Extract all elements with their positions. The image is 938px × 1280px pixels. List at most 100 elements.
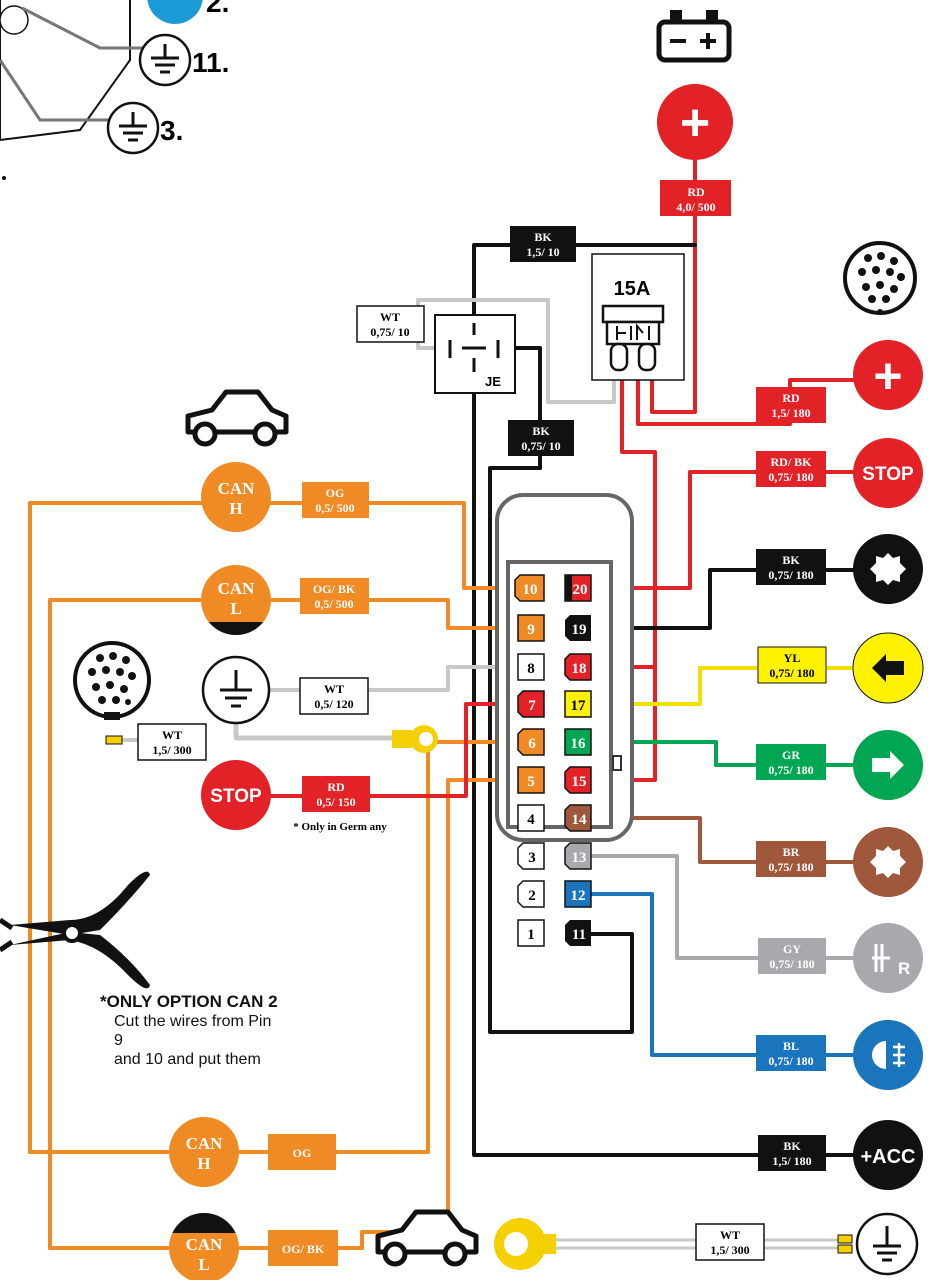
ring-terminal-icon-left [392, 725, 438, 753]
svg-text:1: 1 [527, 927, 535, 943]
wire-label-wt-short: WT 1,5/ 300 [105, 723, 207, 761]
svg-text:0,75/ 180: 0,75/ 180 [768, 1054, 813, 1068]
svg-text:7: 7 [528, 698, 536, 714]
wire-label-yl-left: YL 0,75/ 180 [757, 646, 827, 684]
germany-note: * Only in Germ any [293, 821, 387, 833]
wire-end-bottom [837, 1244, 853, 1254]
wire-label-wt-bottom: WT 1,5/ 300 [695, 1223, 765, 1261]
svg-text:1,5/ 180: 1,5/ 180 [771, 406, 810, 420]
pin-17: 17 [564, 690, 592, 718]
svg-text:0,75/ 180: 0,75/ 180 [769, 666, 814, 680]
svg-text:0,75/ 10: 0,75/ 10 [521, 439, 560, 453]
ground-icon [873, 1226, 901, 1262]
pin-7: 7 [517, 690, 545, 718]
relay: JE [434, 314, 516, 394]
svg-text:1,5/ 10: 1,5/ 10 [526, 245, 559, 259]
pliers-icon [0, 871, 150, 989]
pin-1: 1 [517, 919, 545, 947]
pin-3: 3 [517, 842, 545, 870]
plus-icon-right: + [853, 340, 923, 410]
svg-text:1,5/ 300: 1,5/ 300 [152, 743, 191, 757]
svg-text:0,75/ 10: 0,75/ 10 [370, 325, 409, 339]
svg-text:+ACC: +ACC [860, 1146, 915, 1168]
plus-symbol: + [680, 94, 710, 152]
svg-text:0,5/ 500: 0,5/ 500 [314, 597, 353, 611]
svg-text:RD: RD [327, 780, 345, 794]
pin-8: 8 [517, 653, 545, 681]
svg-text:6: 6 [528, 736, 536, 752]
ground-icon [220, 670, 252, 708]
pin-5: 5 [517, 766, 545, 794]
wire-label-og-canh: OG 0,5/ 500 [302, 482, 369, 518]
option-note-line2: 9 [114, 1032, 123, 1049]
svg-text:WT: WT [720, 1228, 740, 1242]
svg-text:BL: BL [783, 1039, 799, 1053]
fuse: 15A [591, 253, 685, 381]
svg-text:10: 10 [523, 582, 538, 598]
svg-text:16: 16 [571, 736, 587, 752]
svg-text:13: 13 [572, 850, 587, 866]
wire-label-br-tail: BR 0,75/ 180 [756, 841, 826, 877]
svg-text:1,5/ 300: 1,5/ 300 [710, 1243, 749, 1257]
svg-text:WT: WT [162, 728, 182, 742]
pin-14: 14 [564, 804, 592, 832]
svg-text:CAN: CAN [218, 579, 256, 598]
svg-text:OG: OG [326, 486, 345, 500]
pin-4: 4 [517, 804, 545, 832]
svg-text:0,5/ 120: 0,5/ 120 [314, 697, 353, 711]
tail-light-icon-black [853, 534, 923, 604]
svg-text:WT: WT [380, 310, 400, 324]
svg-text:4: 4 [527, 812, 535, 828]
svg-text:GR: GR [782, 748, 800, 762]
svg-text:19: 19 [572, 622, 587, 638]
acc-icon: +ACC [853, 1120, 923, 1190]
svg-text:1,5/ 180: 1,5/ 180 [772, 1154, 811, 1168]
can-l-top: CAN L [201, 565, 271, 635]
option-note-line3: and 10 and put them [114, 1051, 261, 1068]
wire-label-gy-rev: GY 0,75/ 180 [758, 938, 826, 974]
socket-13pin-icon-right [843, 241, 917, 315]
fuse-label: 15A [614, 278, 651, 300]
socket-pin-11-label: 11. [192, 47, 229, 78]
svg-text:YL: YL [784, 651, 801, 665]
svg-text:OG: OG [293, 1146, 312, 1160]
svg-text:L: L [230, 599, 241, 618]
stop-icon-left: STOP [201, 760, 271, 830]
socket-pin-3: 3. [106, 101, 183, 155]
option-note: *ONLY OPTION CAN 2 Cut the wires from Pi… [100, 992, 360, 1069]
fog-light-icon [853, 1020, 923, 1090]
socket-pin-2: 2. [147, 0, 229, 24]
battery-icon [656, 10, 732, 63]
svg-text:OG/ BK: OG/ BK [313, 582, 356, 596]
wire-label-og-bottom: OG [268, 1134, 336, 1170]
ground-icon [119, 112, 147, 142]
pin-12: 12 [564, 880, 592, 908]
svg-text:11: 11 [572, 927, 586, 943]
pin-18: 18 [564, 653, 592, 681]
svg-text:STOP: STOP [210, 786, 262, 807]
svg-text:0,5/ 500: 0,5/ 500 [315, 501, 354, 515]
wire-label-wt-relay: WT 0,75/ 10 [356, 305, 425, 343]
right-arrow-icon [853, 730, 923, 800]
socket-pin-11: 11. [138, 33, 229, 87]
socket-pin-3-label: 3. [160, 115, 183, 146]
wire-label-rd-plus: RD 1,5/ 180 [756, 387, 826, 423]
wire-label-bk-acc: BK 1,5/ 180 [758, 1135, 826, 1171]
svg-text:17: 17 [571, 698, 587, 714]
svg-text:H: H [197, 1154, 210, 1173]
svg-text:BK: BK [783, 1139, 801, 1153]
option-note-line1: Cut the wires from Pin [114, 1013, 272, 1030]
wire-label-bk-top: BK 1,5/ 10 [510, 226, 576, 262]
svg-text:RD: RD [782, 391, 800, 405]
wire-label-wt-gnd: WT 0,5/ 120 [299, 677, 369, 715]
left-arrow-icon [852, 632, 924, 704]
svg-text:GY: GY [783, 942, 801, 956]
svg-text:BR: BR [783, 845, 800, 859]
option-note-title: *ONLY OPTION CAN 2 [100, 992, 278, 1011]
svg-text:R: R [898, 959, 910, 978]
relay-label: JE [485, 374, 501, 389]
tail-light-icon-brown [853, 827, 923, 897]
pin-10: 10 [514, 574, 545, 602]
svg-text:12: 12 [571, 888, 586, 904]
svg-text:3: 3 [528, 850, 536, 866]
